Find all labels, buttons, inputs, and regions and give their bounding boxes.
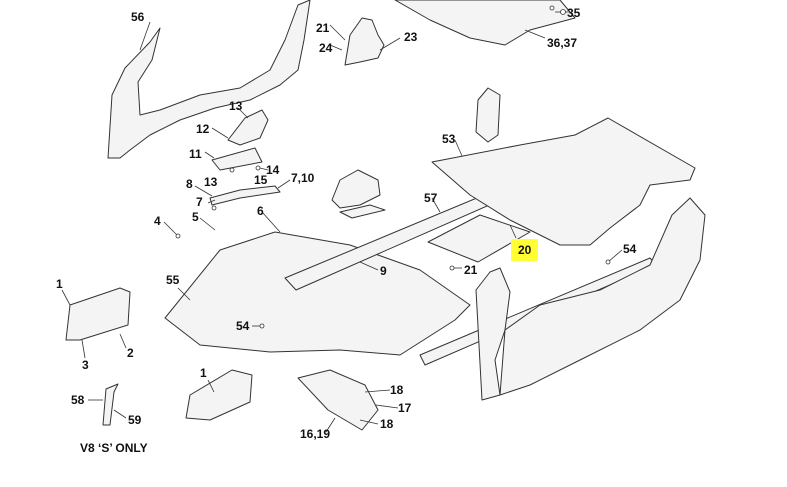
callout-56: 56 xyxy=(131,10,145,24)
side-panel xyxy=(499,197,706,396)
brace-7-10 xyxy=(209,185,281,206)
callout-59: 59 xyxy=(128,413,142,427)
callout-54: 54 xyxy=(623,242,637,256)
heat-shield-21 xyxy=(427,214,531,263)
callout-6: 6 xyxy=(257,204,264,218)
callout-57: 57 xyxy=(424,191,438,205)
callout-58: 58 xyxy=(71,393,85,407)
callout-8: 8 xyxy=(186,177,193,191)
bracket-53 xyxy=(475,87,501,143)
center-bracket xyxy=(331,169,381,209)
callout-16-19: 16,19 xyxy=(300,427,331,441)
callout-1: 1 xyxy=(56,277,63,291)
crossmember-left xyxy=(65,287,131,341)
callout-55: 55 xyxy=(166,273,180,287)
callout-3: 3 xyxy=(82,358,89,372)
callout-21: 21 xyxy=(316,21,330,35)
callout-15: 15 xyxy=(254,173,268,187)
b-pillar-20 xyxy=(475,267,511,401)
strut-58-59 xyxy=(102,383,119,426)
bracket-16-19 xyxy=(297,369,379,431)
crossmember-lower xyxy=(185,369,253,421)
rear-floor-fragment xyxy=(394,0,576,46)
callout-24: 24 xyxy=(319,41,333,55)
callout-18: 18 xyxy=(390,383,404,397)
bracket-12-13 xyxy=(227,109,269,146)
callout-20-highlighted[interactable]: 20 xyxy=(511,239,539,261)
callout-53: 53 xyxy=(442,132,456,146)
callout-35: 35 xyxy=(567,6,581,20)
callout-1b: 1 xyxy=(200,366,207,380)
callout-23: 23 xyxy=(404,30,418,44)
callout-54b: 54 xyxy=(236,319,250,333)
floor-pan-53 xyxy=(431,117,696,246)
callout-11: 11 xyxy=(189,147,202,161)
center-plate xyxy=(339,204,386,219)
callout-7-10: 7,10 xyxy=(291,171,315,185)
callout-13: 13 xyxy=(229,99,243,113)
callout-14: 14 xyxy=(266,163,280,177)
callout-21b: 21 xyxy=(464,263,478,277)
callout-12: 12 xyxy=(196,122,210,136)
front-pillar-assembly xyxy=(107,0,311,159)
callout-9: 9 xyxy=(380,264,387,278)
callout-36-37: 36,37 xyxy=(547,36,578,50)
variant-caption: V8 ‘S’ ONLY xyxy=(80,441,148,455)
callout-13b: 13 xyxy=(204,175,218,189)
plate-11 xyxy=(211,147,263,171)
callout-5: 5 xyxy=(192,210,199,224)
bracket-23 xyxy=(344,17,385,66)
callout-7: 7 xyxy=(196,195,203,209)
floor-pan-55 xyxy=(164,231,471,356)
callout-18b: 18 xyxy=(380,417,394,431)
callout-4: 4 xyxy=(154,214,161,228)
callout-2: 2 xyxy=(127,346,134,360)
callout-17: 17 xyxy=(398,401,412,415)
